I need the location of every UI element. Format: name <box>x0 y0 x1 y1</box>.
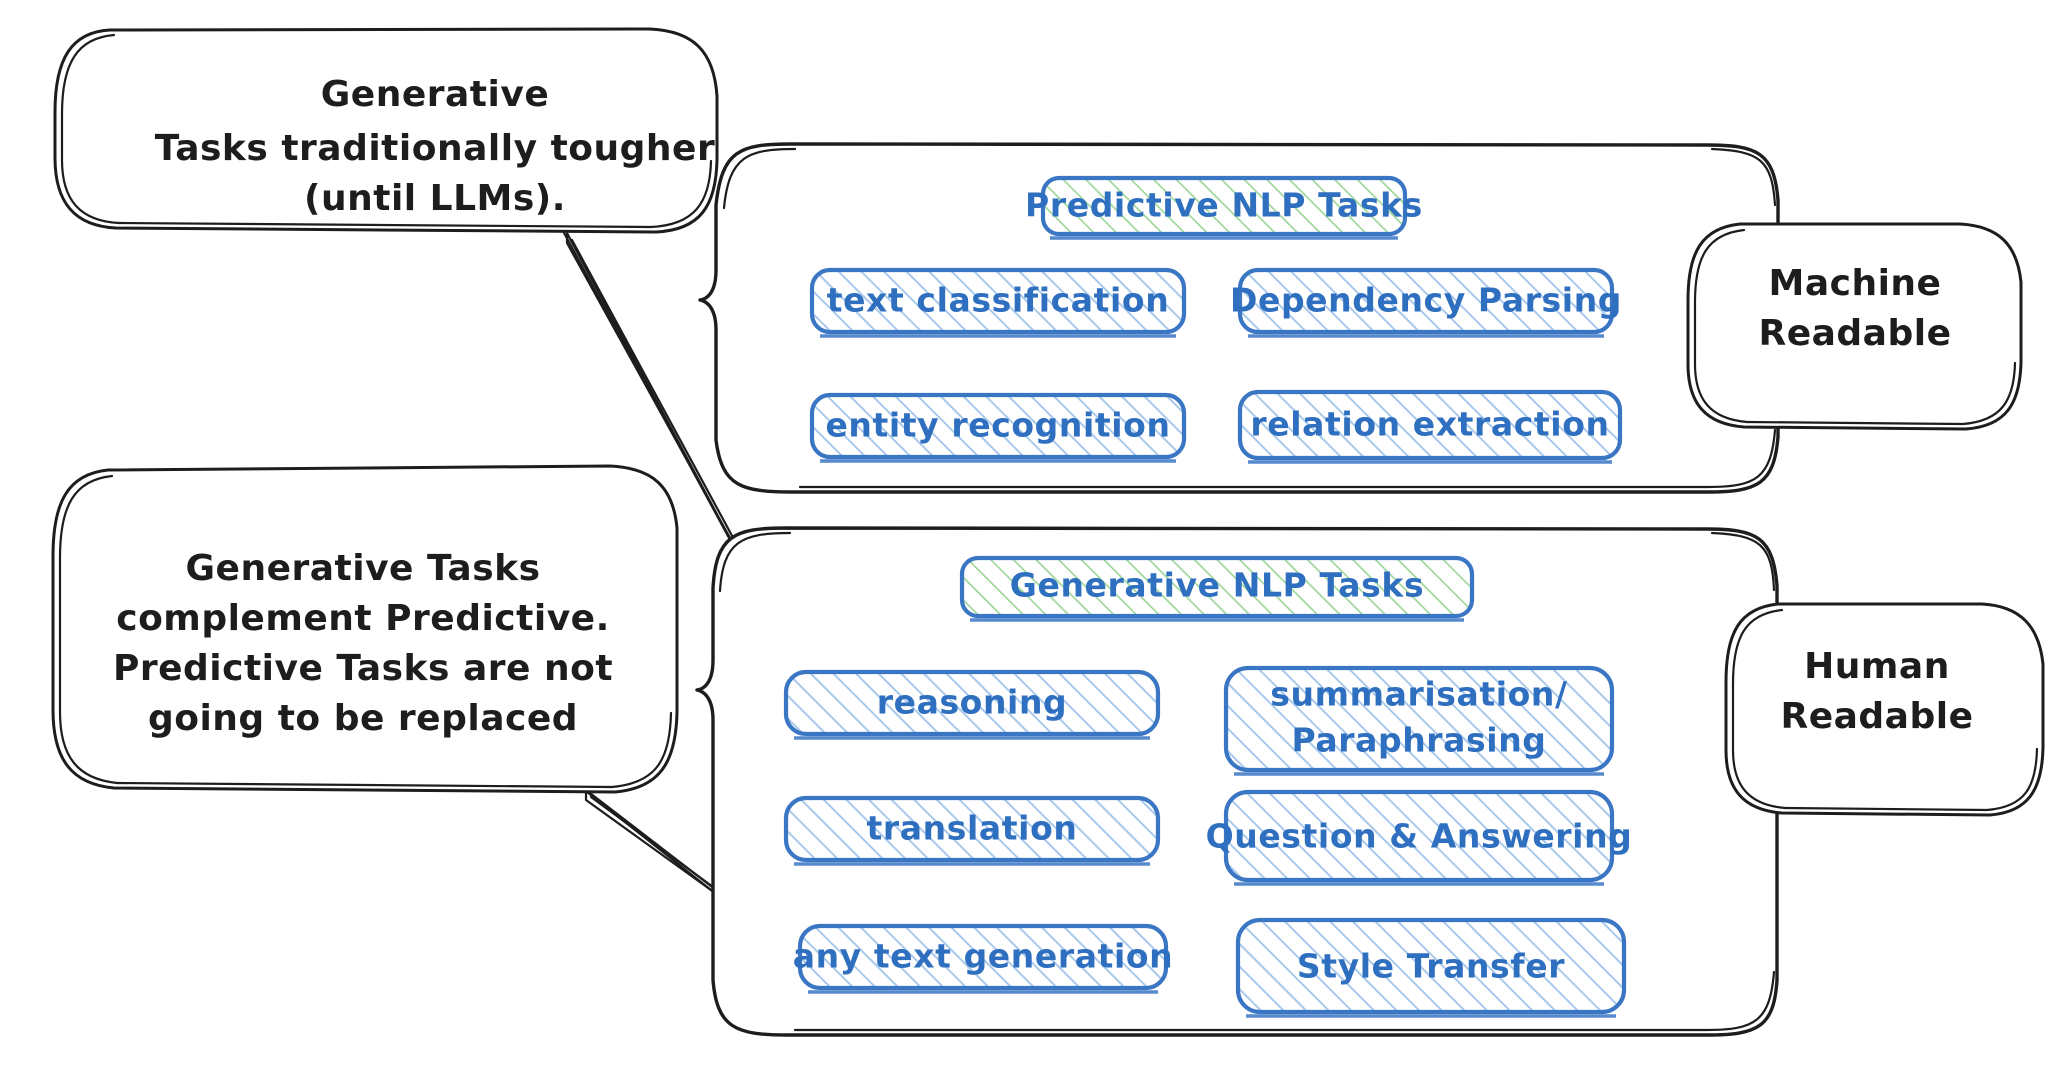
callout-machine-readable-line-2: Readable <box>1758 313 1951 354</box>
chip-dependency-parsing[interactable] <box>1237 267 1615 338</box>
chip-summarisation-label-line-2: Paraphrasing <box>1291 721 1546 760</box>
callout-complement-line-1: Generative Tasks <box>185 548 540 589</box>
callout-complement-line-3: Predictive Tasks are not <box>113 648 613 689</box>
chip-dependency-parsing-label: Dependency Parsing <box>1230 281 1622 320</box>
chip-generative-header[interactable] <box>959 555 1475 622</box>
callout-complement-line-4: going to be replaced <box>148 698 578 739</box>
chip-entity-recognition-label: entity recognition <box>825 406 1170 445</box>
chip-text-classification[interactable] <box>809 267 1187 338</box>
callout-machine-readable-line-1: Machine <box>1769 263 1942 304</box>
callout-human-readable-line-2: Readable <box>1780 696 1973 737</box>
chip-question-answering-label: Question & Answering <box>1206 817 1633 856</box>
callout-complement-line-2: complement Predictive. <box>116 598 610 639</box>
chip-text-classification-label: text classification <box>827 281 1170 320</box>
chip-generative-header-label: Generative NLP Tasks <box>1010 566 1424 605</box>
chip-entity-recognition[interactable] <box>809 392 1187 463</box>
callout-generative-tougher-line-1: Generative <box>321 74 550 115</box>
chip-reasoning-label: reasoning <box>877 683 1068 722</box>
chip-relation-extraction-label: relation extraction <box>1250 405 1609 444</box>
chip-summarisation-paraphrasing[interactable] <box>1223 665 1615 776</box>
callout-human-readable-line-1: Human <box>1804 646 1950 687</box>
callout-generative-tougher[interactable] <box>53 27 719 234</box>
callout-machine-readable[interactable] <box>1686 222 2023 431</box>
callout-complement[interactable] <box>51 464 679 794</box>
chip-style-transfer-label: Style Transfer <box>1297 947 1565 986</box>
chip-any-text-generation-label: any text generation <box>793 937 1174 976</box>
callout-generative-tougher-line-2: Tasks traditionally tougher <box>155 128 715 169</box>
generative-nlp-tasks-card[interactable] <box>695 526 1779 1037</box>
chip-relation-extraction[interactable] <box>1237 389 1623 464</box>
chip-predictive-header-label: Predictive NLP Tasks <box>1025 186 1423 225</box>
callout-tail-complement <box>580 786 734 907</box>
chip-any-text-generation[interactable] <box>797 923 1169 994</box>
chip-question-answering[interactable] <box>1223 789 1615 886</box>
chip-style-transfer[interactable] <box>1235 917 1627 1018</box>
chip-predictive-header[interactable] <box>1040 175 1408 240</box>
chip-translation-label: translation <box>867 809 1078 848</box>
callout-generative-tougher-line-3: (until LLMs). <box>304 178 566 219</box>
chip-reasoning[interactable] <box>783 669 1161 740</box>
chip-translation[interactable] <box>783 795 1161 866</box>
callout-human-readable[interactable] <box>1724 602 2045 817</box>
chip-summarisation-label-line-1: summarisation/ <box>1270 675 1568 714</box>
